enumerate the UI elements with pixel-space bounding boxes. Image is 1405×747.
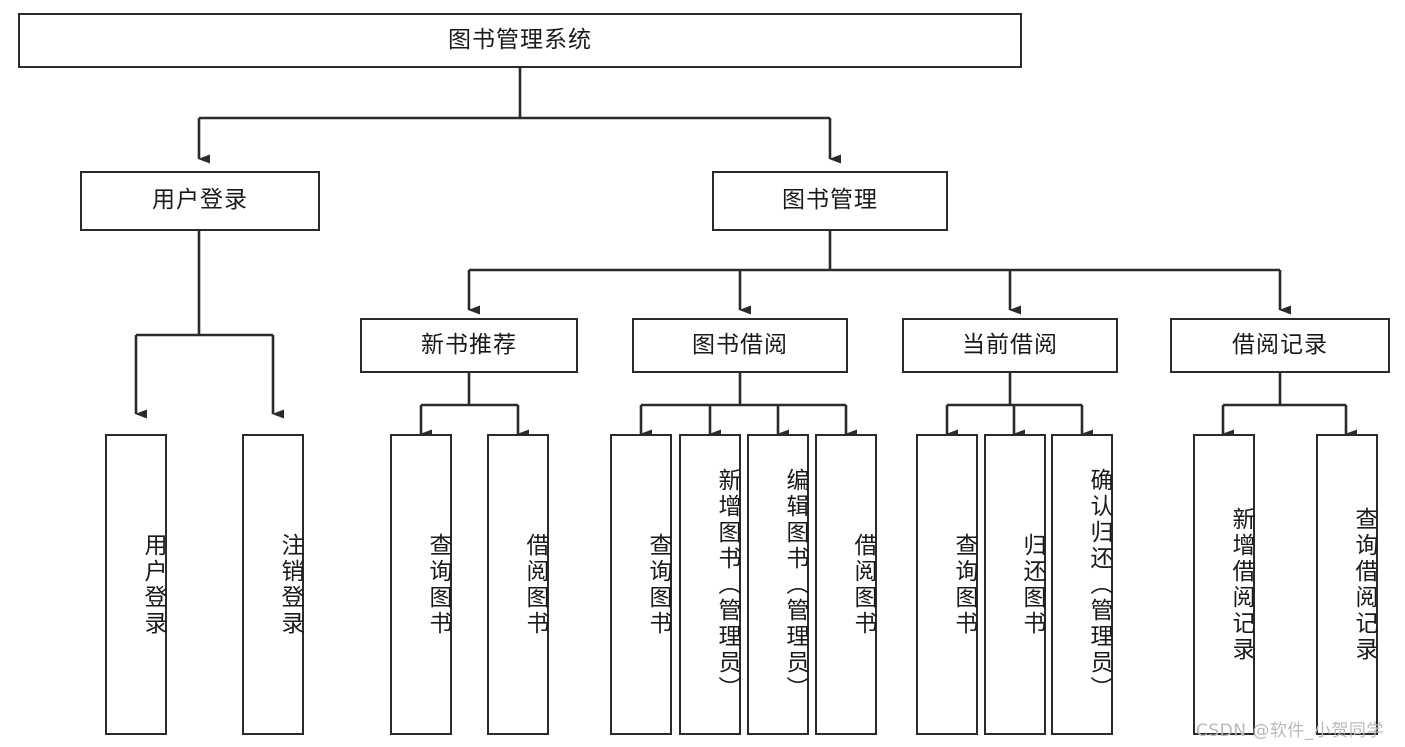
- leaf-label: 借阅图书: [850, 532, 876, 637]
- leaf-label: 查询图书: [425, 532, 451, 637]
- leaf-label: 注销登录: [277, 532, 303, 637]
- leaf-label: 查询借阅记录: [1351, 506, 1377, 663]
- leaf-label: 归还图书: [1019, 532, 1045, 637]
- leaf-current-confirm-return-admin[interactable]: 确认归还（管理员）: [1051, 434, 1113, 735]
- leaf-record-query-record[interactable]: 查询借阅记录: [1316, 434, 1378, 735]
- leaf-label: 确认归还（管理员）: [1086, 467, 1112, 702]
- node-book-borrow[interactable]: 图书借阅: [632, 318, 848, 373]
- leaf-label: 查询图书: [645, 532, 671, 637]
- node-root-library-system[interactable]: 图书管理系统: [18, 13, 1022, 68]
- node-book-management[interactable]: 图书管理: [712, 171, 948, 231]
- csdn-watermark: CSDN @软件_小贺同学: [1196, 721, 1384, 741]
- leaf-borrow-edit-book-admin[interactable]: 编辑图书（管理员）: [747, 434, 809, 735]
- node-root-label: 图书管理系统: [448, 26, 592, 53]
- leaf-label: 新增图书（管理员）: [714, 467, 740, 702]
- leaf-user-login-logout[interactable]: 注销登录: [242, 434, 304, 735]
- leaf-borrow-borrow-book[interactable]: 借阅图书: [815, 434, 877, 735]
- leaf-label: 用户登录: [140, 532, 166, 637]
- node-new-book-recommend[interactable]: 新书推荐: [360, 318, 578, 373]
- leaf-current-return-book[interactable]: 归还图书: [984, 434, 1046, 735]
- leaf-borrow-query-book[interactable]: 查询图书: [610, 434, 672, 735]
- leaf-label: 编辑图书（管理员）: [782, 467, 808, 702]
- node-book-borrow-label: 图书借阅: [692, 331, 788, 358]
- leaf-new-book-borrow[interactable]: 借阅图书: [487, 434, 549, 735]
- leaf-label: 查询图书: [951, 532, 977, 637]
- node-borrow-record[interactable]: 借阅记录: [1170, 318, 1390, 373]
- node-user-login-label: 用户登录: [152, 187, 248, 214]
- leaf-new-book-query[interactable]: 查询图书: [390, 434, 452, 735]
- leaf-record-add-record[interactable]: 新增借阅记录: [1193, 434, 1255, 735]
- leaf-current-query-book[interactable]: 查询图书: [916, 434, 978, 735]
- node-borrow-record-label: 借阅记录: [1232, 331, 1328, 358]
- leaf-label: 借阅图书: [522, 532, 548, 637]
- node-current-borrow-label: 当前借阅: [962, 331, 1058, 358]
- leaf-borrow-add-book-admin[interactable]: 新增图书（管理员）: [679, 434, 741, 735]
- node-user-login[interactable]: 用户登录: [80, 171, 320, 231]
- node-book-management-label: 图书管理: [782, 187, 878, 214]
- leaf-user-login-login[interactable]: 用户登录: [105, 434, 167, 735]
- node-new-book-recommend-label: 新书推荐: [421, 331, 517, 358]
- node-current-borrow[interactable]: 当前借阅: [902, 318, 1118, 373]
- leaf-label: 新增借阅记录: [1228, 506, 1254, 663]
